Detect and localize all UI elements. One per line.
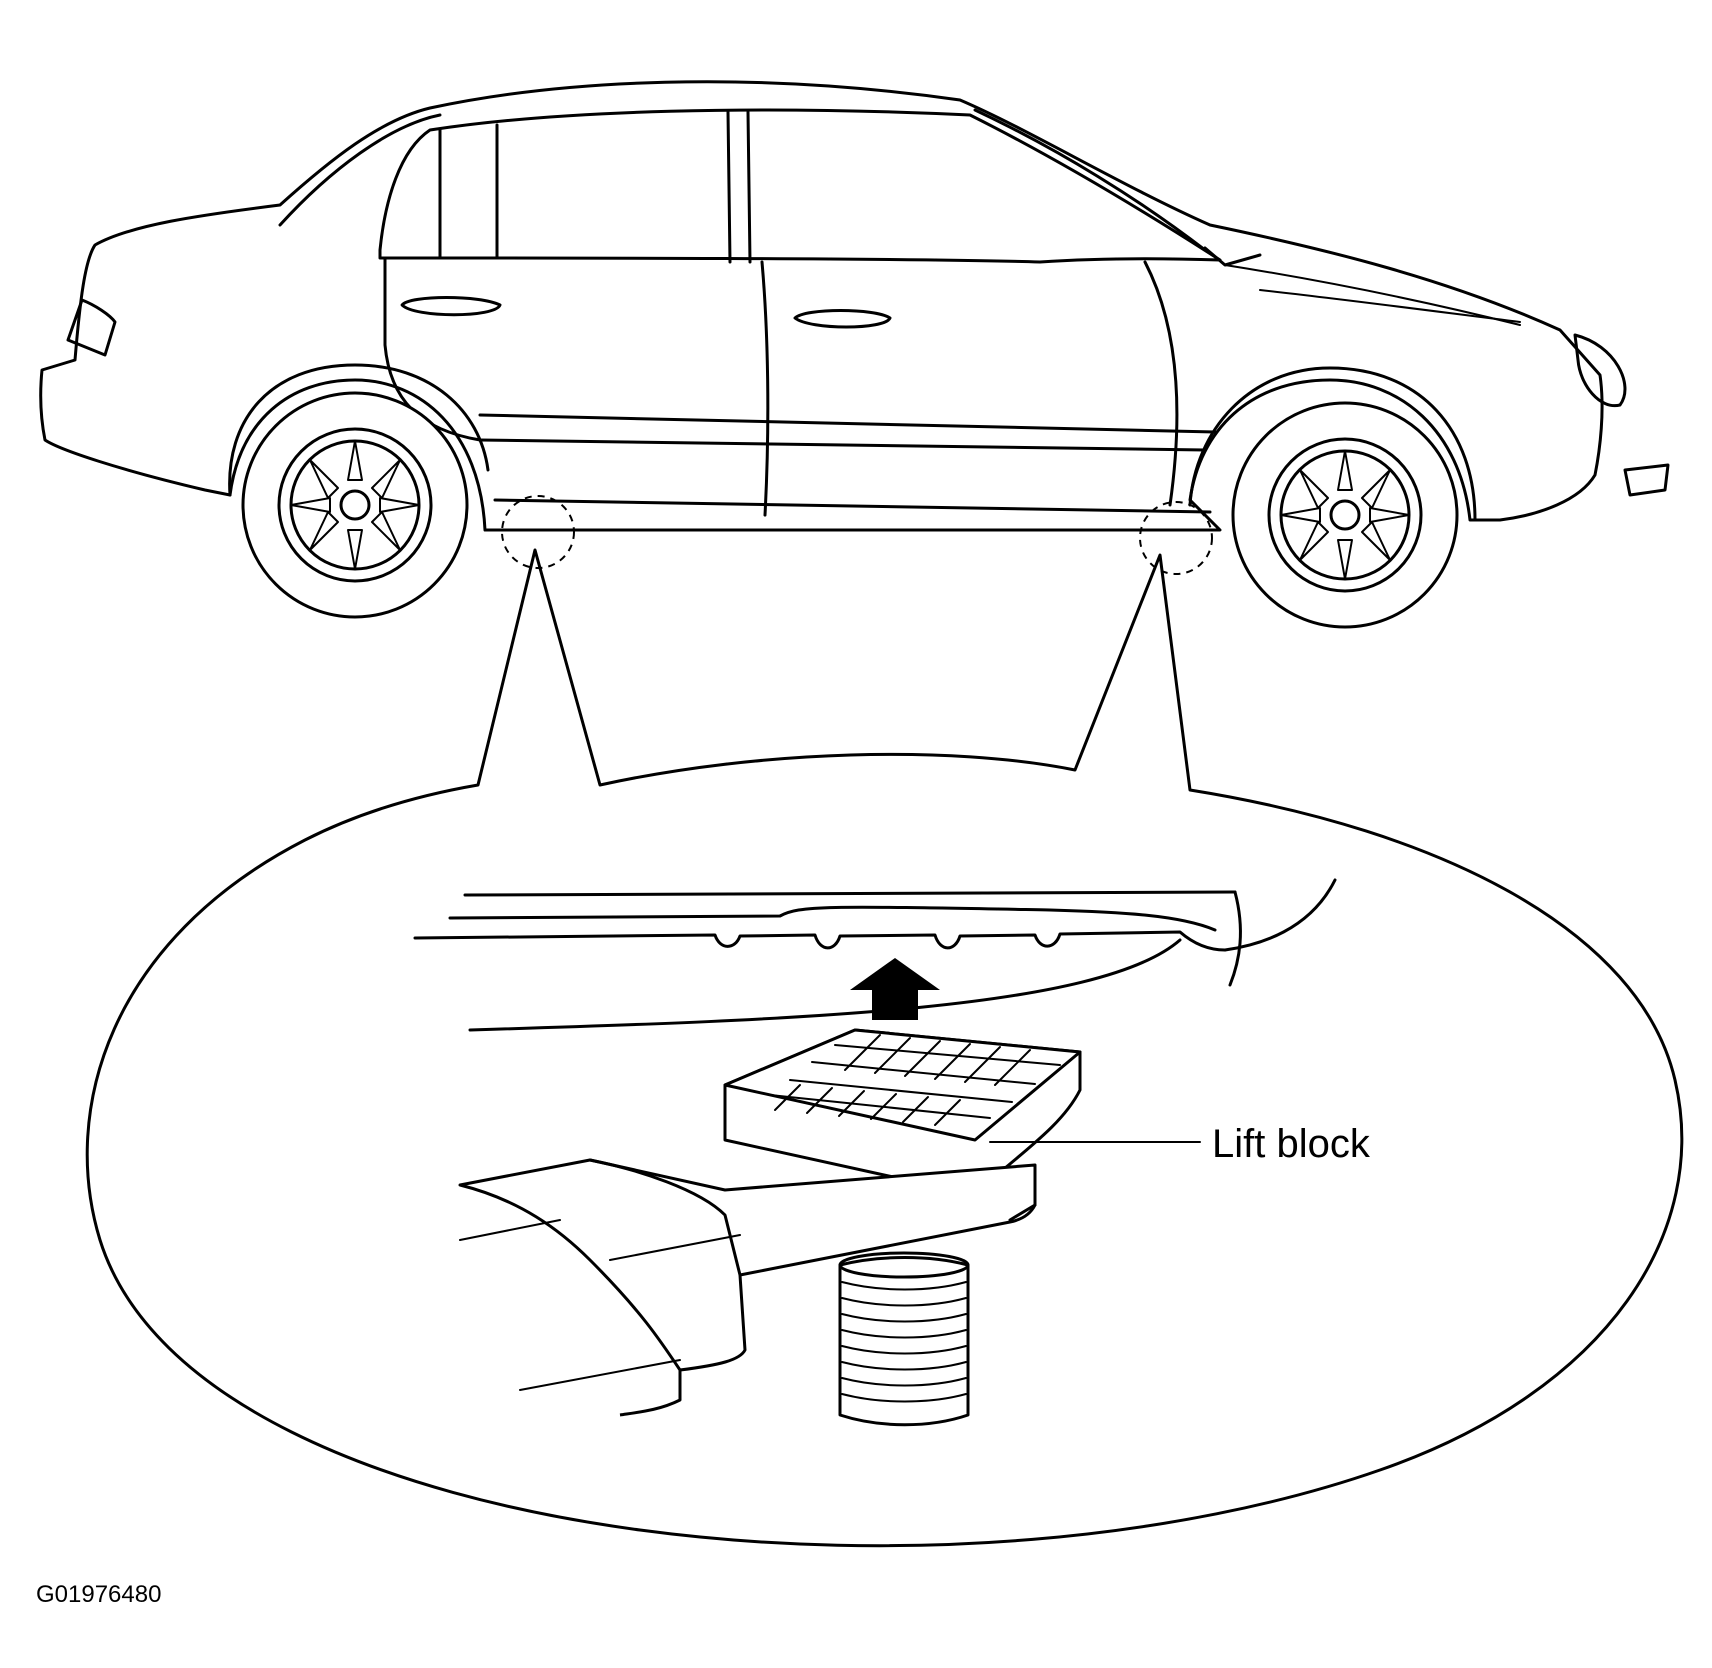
figure-id: G01976480 (36, 1581, 161, 1608)
detail-callout-bubble (85, 548, 1684, 1548)
lift-screw-post (838, 1251, 970, 1427)
lift-block (723, 1028, 1082, 1197)
lift-arm (458, 1158, 1037, 1417)
lift-direction-arrow (850, 958, 940, 1020)
car-side-view (39, 80, 1670, 532)
rear-wheel (241, 391, 469, 619)
front-wheel (1231, 401, 1459, 629)
sill-detail (413, 878, 1337, 1032)
front-lift-point-marker (1139, 501, 1213, 575)
lift-block-label: Lift block (1212, 1122, 1371, 1166)
rear-lift-point-marker (501, 495, 575, 569)
